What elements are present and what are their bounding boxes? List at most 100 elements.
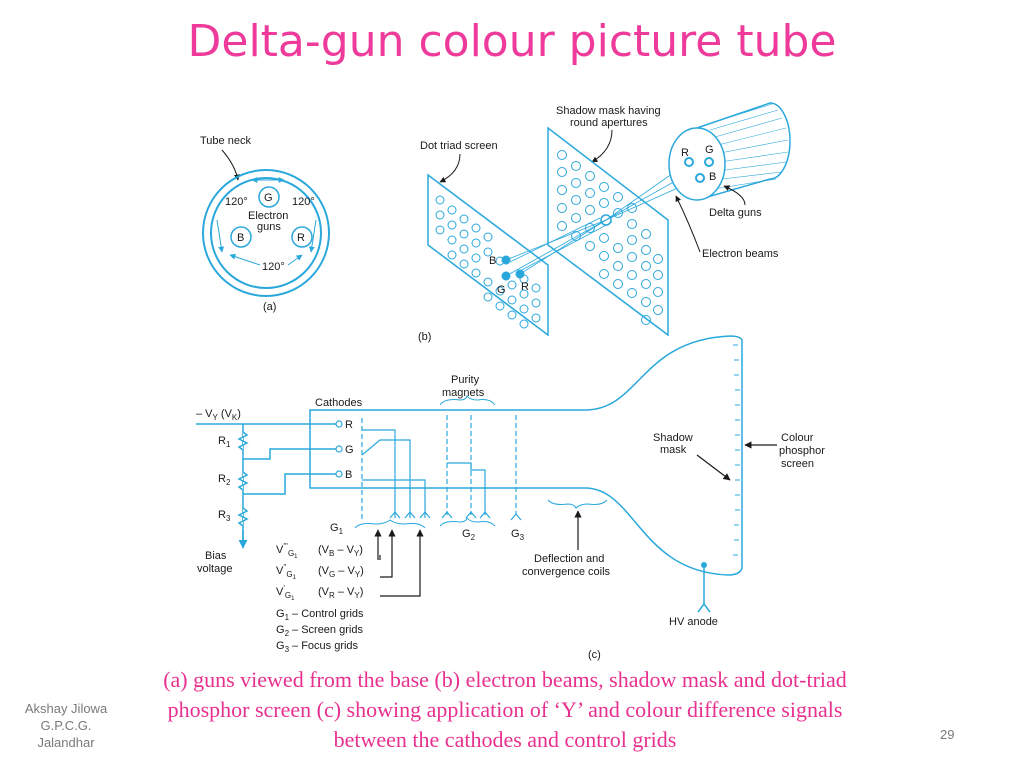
- g1-label: G1: [330, 522, 344, 536]
- angle-bottom-right-marker: [287, 254, 303, 266]
- gun-b-label: B: [237, 232, 244, 244]
- screen-grid-wire: [447, 462, 486, 515]
- legend-screen-grids: G2– Screen grids: [276, 624, 363, 638]
- vg1-b-label: V'''G1: [276, 542, 298, 560]
- g2-label: G2: [462, 528, 476, 542]
- resistor-r2: [237, 471, 249, 491]
- caption-line-3: between the cathodes and control grids: [333, 727, 677, 752]
- shadow-mask-arrow: [591, 129, 613, 163]
- tap-g-wire: [243, 448, 336, 460]
- cathode-g-label: G: [345, 444, 354, 456]
- delta-gun-b-label: B: [709, 171, 716, 183]
- resistor-r1: [237, 431, 249, 451]
- g2-brace: [439, 516, 496, 527]
- r1-label: R1: [218, 435, 231, 449]
- bias-label-line1: Bias: [205, 550, 227, 562]
- shadow-mask-plate: [547, 126, 669, 337]
- dot-triad-screen-arrow: [439, 153, 461, 183]
- screen-dots: [435, 195, 541, 329]
- tube-envelope: [309, 335, 743, 576]
- figure-caption: (a) guns viewed from the base (b) electr…: [120, 665, 890, 755]
- angle-bottom-left-marker: [229, 253, 261, 266]
- cathode-r-terminal: [335, 420, 343, 428]
- electron-beams-arrow: [675, 195, 701, 253]
- cathode-b-terminal: [335, 470, 343, 478]
- triad-b-label: B: [489, 255, 496, 267]
- gun-g-circle: [258, 186, 280, 208]
- purity-magnets-label-line1: Purity: [451, 374, 480, 386]
- tube-neck-arrow: [221, 149, 240, 181]
- g3-arrow: [510, 513, 522, 521]
- purity-magnets-label-line2: magnets: [442, 387, 485, 399]
- gun-g-label: G: [264, 192, 273, 204]
- electron-beams-label: Electron beams: [702, 248, 779, 260]
- delta-gun-g: [704, 157, 714, 167]
- diagram-c-tag: (c): [588, 649, 601, 661]
- delta-gun-g-label: G: [705, 144, 714, 156]
- shadow-mask-label-line1: Shadow mask having: [556, 105, 661, 117]
- phosphor-label-line1: Colour: [781, 432, 814, 444]
- gun-r-circle: [291, 226, 313, 248]
- tap-b-wire: [243, 473, 336, 495]
- r3-label: R3: [218, 509, 231, 523]
- phosphor-label-line3: screen: [781, 458, 814, 470]
- angle-left-label: 120°: [225, 196, 248, 208]
- signal-g-label: (VG – VY): [318, 565, 364, 579]
- mask-apertures: [557, 150, 663, 325]
- vg1-g-label: V''G1: [276, 563, 297, 581]
- shadow-mask-c-arrow: [696, 454, 731, 481]
- signal-wire-r: [380, 529, 424, 597]
- deflection-label-line1: Deflection and: [534, 553, 604, 565]
- angle-left-marker: [216, 219, 225, 253]
- deflection-coils-brace: [547, 499, 608, 509]
- electron-guns-label-line2: guns: [257, 221, 281, 233]
- vy-label: – VY (VK): [196, 408, 241, 422]
- vg1-r-label: V'G1: [276, 584, 295, 602]
- shadow-mask-label-line2: round apertures: [570, 117, 648, 129]
- bias-label-line2: voltage: [197, 563, 232, 575]
- tube-neck-label: Tube neck: [200, 135, 251, 147]
- cathode-g-terminal: [335, 445, 343, 453]
- diagram-b: Dot triad screen Shadow mask having roun…: [418, 102, 791, 343]
- shadow-mask-c-label-line2: mask: [660, 444, 687, 456]
- diagram-b-tag: (b): [418, 331, 431, 343]
- signal-b-label: (VB – VY): [318, 544, 363, 558]
- hv-anode-fork: [697, 602, 711, 613]
- caption-line-1: (a) guns viewed from the base (b) electr…: [163, 667, 847, 692]
- delta-gun-r-label: R: [681, 147, 689, 159]
- triad-g-label: G: [497, 284, 506, 296]
- delta-guns-label: Delta guns: [709, 207, 762, 219]
- resistor-r3: [237, 507, 249, 527]
- author-city: Jalandhar: [37, 735, 95, 750]
- legend-focus-grids: G3– Focus grids: [276, 640, 359, 654]
- slide-title: Delta-gun colour picture tube: [187, 16, 837, 67]
- author-college: G.P.C.G.: [40, 718, 92, 733]
- gun-r-label: R: [297, 232, 305, 244]
- g1-wires: [361, 429, 426, 518]
- delta-gun-r: [684, 157, 694, 167]
- triad-r-label: R: [521, 281, 529, 293]
- delta-gun-b: [695, 173, 705, 183]
- gun-cylinder-face: [668, 127, 726, 201]
- caption-line-2: phosphor screen (c) showing application …: [167, 697, 843, 722]
- diagram-a: Tube neck G B R 120° 120° 120° Electron …: [200, 135, 330, 313]
- deflection-label-line2: convergence coils: [522, 566, 611, 578]
- signal-r-label: (VR – VY): [318, 586, 363, 600]
- cathodes-label: Cathodes: [315, 397, 363, 409]
- page-number: 29: [940, 727, 955, 742]
- g2-arrows: [441, 511, 491, 519]
- dot-triad-screen-label: Dot triad screen: [420, 140, 498, 152]
- diagram-a-tag: (a): [263, 301, 276, 313]
- angle-bottom-label: 120°: [262, 261, 285, 273]
- author-block: Akshay Jilowa G.P.C.G. Jalandhar: [16, 700, 116, 751]
- gun-cylinder-lines: [704, 103, 789, 191]
- electron-guns-label-line1: Electron: [248, 210, 288, 222]
- phosphor-label-line2: phosphor: [779, 445, 825, 457]
- dot-triad-screen: [427, 173, 549, 337]
- angle-right-marker: [308, 219, 317, 253]
- legend-control-grids: G1– Control grids: [276, 608, 364, 622]
- cathode-r-label: R: [345, 419, 353, 431]
- purity-magnets-brace: [439, 394, 496, 406]
- author-name: Akshay Jilowa: [24, 701, 108, 716]
